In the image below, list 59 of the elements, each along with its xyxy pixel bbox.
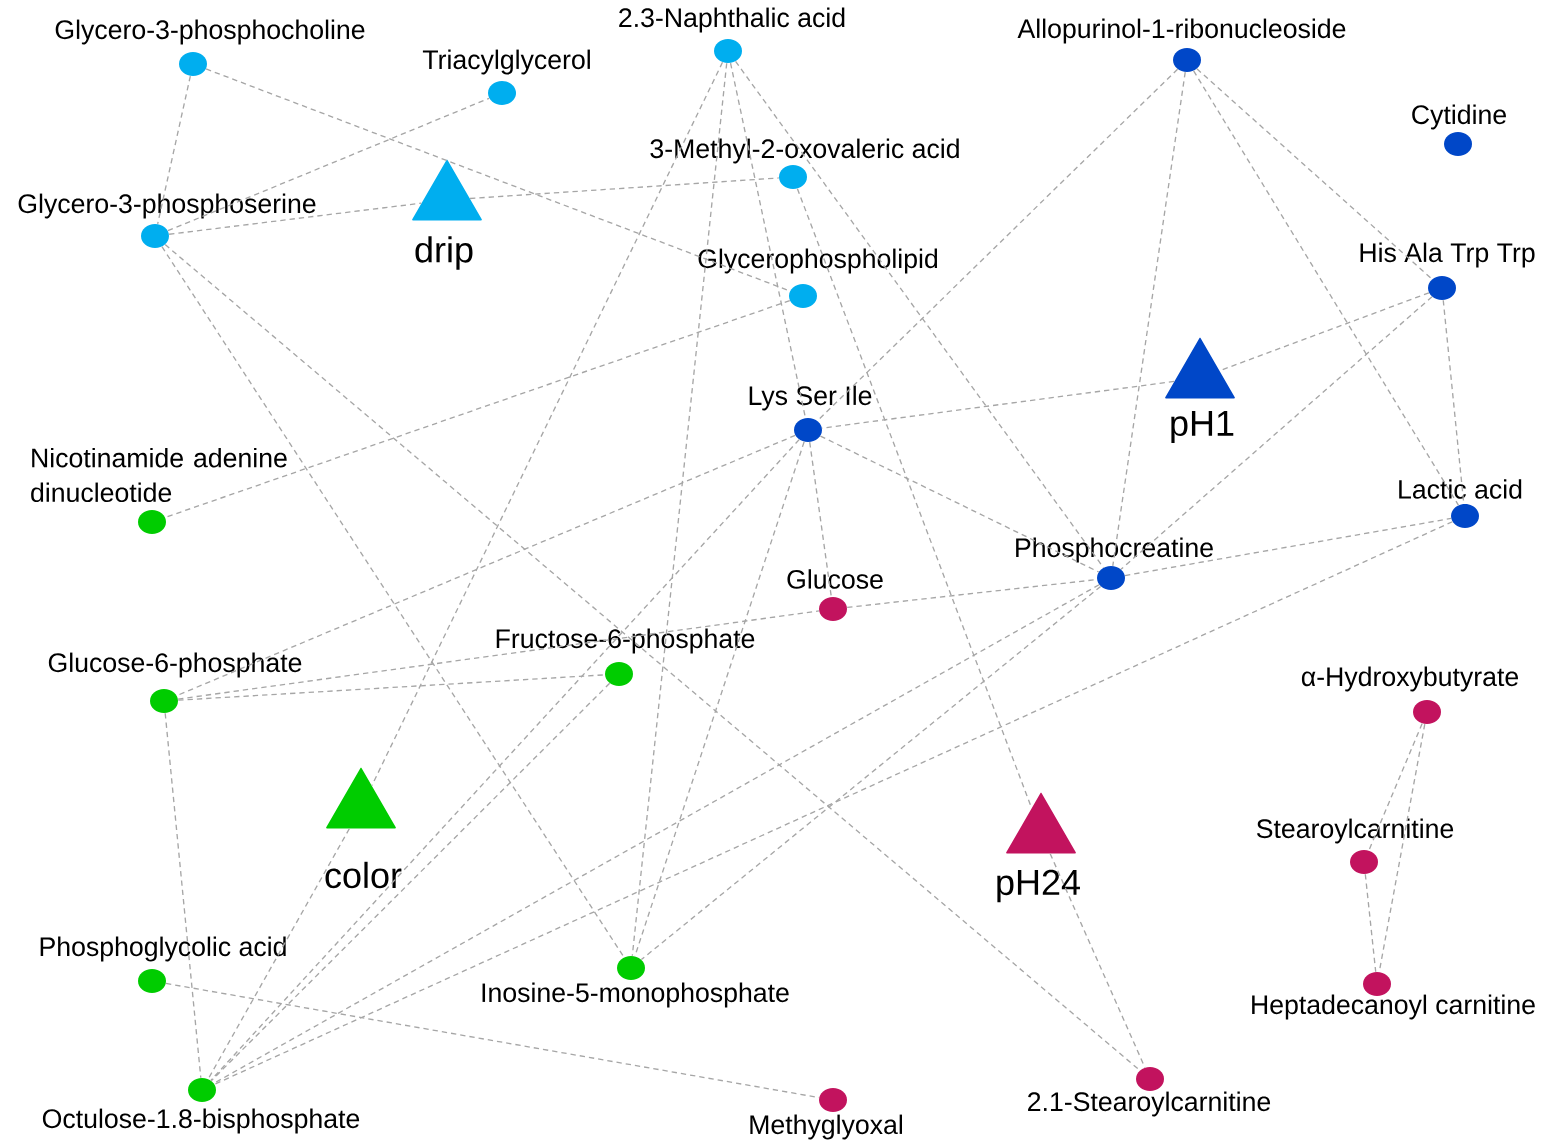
connector-line: [640, 585, 1102, 961]
connector-line: [821, 380, 1175, 429]
node-label: Inosine-5-monophosphate: [482, 982, 789, 1008]
node-label: α-Hydroxybutyrate: [1301, 666, 1518, 692]
node-label: Cytidine: [1412, 104, 1506, 130]
connector-line: [161, 246, 625, 958]
connector-line: [213, 584, 1100, 1084]
node-label: Glycero-3-phosphocholine: [55, 19, 365, 45]
connector-line: [809, 441, 832, 598]
connector-line: [1368, 722, 1423, 852]
node-label: color: [325, 861, 402, 889]
node-label: Methyglyoxal: [750, 1114, 902, 1140]
connector-line: [176, 434, 796, 697]
node-label: Glycero-3-phosphoserine: [18, 193, 316, 219]
node-label: Nicotinamide adenine dinucleotide: [31, 447, 287, 503]
node-label: Glucose: [787, 569, 883, 589]
connector-line: [469, 177, 780, 200]
connector-line: [177, 610, 820, 700]
connector-line: [164, 712, 202, 1079]
connector-line: [207, 828, 350, 1080]
node-label: Glucose-6-phosphate: [48, 652, 302, 678]
connector-line: [168, 202, 422, 235]
connector-line: [1124, 517, 1452, 577]
connector-line: [734, 60, 1105, 569]
connector-line: [1192, 70, 1460, 506]
connector-line: [164, 299, 791, 519]
node-label: Phosphocreatine: [1016, 537, 1213, 563]
connector-line: [1364, 873, 1377, 973]
node-label: His Ala Trp Trp: [1360, 242, 1535, 268]
node-label: 2.1-Stearoylcarnitine: [1028, 1091, 1271, 1117]
connector-line: [210, 438, 800, 1082]
connector-line: [164, 243, 1141, 1072]
node-label: Lactic acid: [1399, 479, 1522, 499]
node-label: Allopurinol-1-ribonucleoside: [1017, 18, 1346, 44]
node-label: Triacylglycerol: [422, 49, 590, 75]
connector-line: [631, 62, 728, 957]
node-label: drip: [415, 236, 473, 270]
node-label: pH24: [997, 869, 1080, 903]
connector-line: [1120, 296, 1433, 570]
connector-line: [371, 61, 724, 787]
node-label: Lys Ser Ile: [749, 385, 872, 411]
connector-line: [1049, 853, 1146, 1069]
connector-line: [210, 682, 611, 1082]
connector-line: [157, 75, 191, 225]
node-label: Glycerophospholipid: [698, 248, 938, 274]
connector-line: [213, 521, 1454, 1085]
node-label: pH1: [1171, 410, 1234, 444]
connector-line: [167, 97, 490, 232]
connector-line: [819, 435, 1100, 573]
connector-line: [1112, 71, 1186, 567]
node-label: Fructose-6-phosphate: [496, 628, 755, 654]
node-label: Heptadecanoyl carnitine: [1252, 994, 1535, 1020]
connector-line: [1196, 68, 1433, 280]
node-label: Phosphoglycolic acid: [40, 936, 286, 962]
node-label: Stearoylcarnitine: [1256, 818, 1454, 844]
connector-line: [177, 674, 606, 701]
node-label: 3-Methyl-2-oxovaleric acid: [650, 138, 959, 164]
node-label: Octulose-1.8-bisphosphate: [42, 1108, 360, 1134]
node-label: 2.3-Naphthalic acid: [619, 7, 845, 33]
